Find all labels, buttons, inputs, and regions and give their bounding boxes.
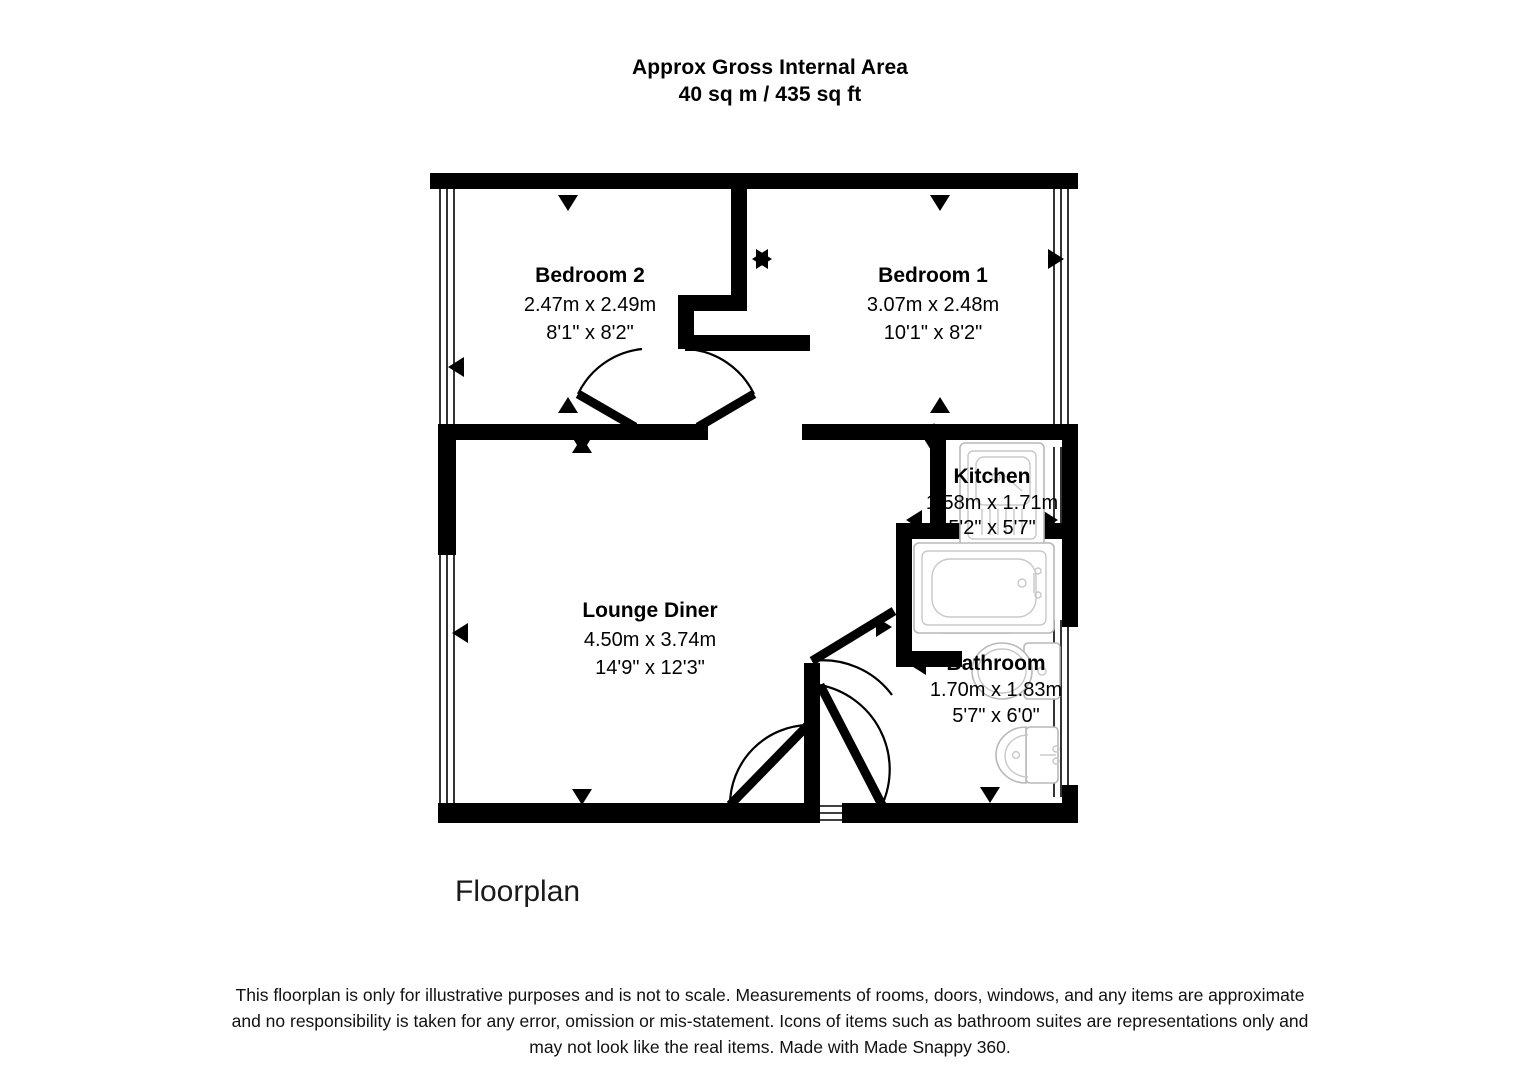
marker-left — [752, 249, 768, 269]
door-bedroom2 — [575, 347, 643, 431]
room-imperial: 5'7" x 6'0" — [952, 705, 1039, 727]
area-header: Approx Gross Internal Area 40 sq m / 435… — [0, 54, 1540, 108]
marker-down — [924, 439, 944, 455]
room-name: Bedroom 2 — [535, 264, 645, 287]
room-label-lounge: Lounge Diner 4.50m x 3.74m 14'9" x 12'3" — [582, 599, 717, 679]
disclaimer-line-3: may not look like the real items. Made w… — [529, 1037, 1011, 1057]
marker-left — [452, 623, 468, 643]
room-name: Bedroom 1 — [878, 264, 988, 287]
floorplan-drawing: Bedroom 2 2.47m x 2.49m 8'1" x 8'2" Bedr… — [430, 165, 1120, 845]
room-name: Kitchen — [953, 465, 1030, 488]
door-bedroom1 — [687, 347, 757, 431]
room-name: Bathroom — [946, 652, 1045, 675]
marker-left — [910, 655, 926, 675]
bathtub-icon — [913, 542, 1055, 634]
disclaimer-line-2: and no responsibility is taken for any e… — [231, 1011, 1309, 1031]
area-header-title: Approx Gross Internal Area — [631, 56, 909, 79]
disclaimer-line-1: This floorplan is only for illustrative … — [235, 985, 1305, 1005]
marker-up — [924, 423, 944, 439]
marker-left — [448, 357, 464, 377]
marker-right — [876, 617, 892, 637]
washbasin-icon — [995, 726, 1060, 784]
door-lounge — [816, 682, 891, 808]
room-label-bedroom1: Bedroom 1 3.07m x 2.48m 10'1" x 8'2" — [867, 264, 999, 344]
room-imperial: 8'1" x 8'2" — [546, 322, 633, 344]
room-metric: 2.47m x 2.49m — [524, 294, 656, 316]
room-metric: 4.50m x 3.74m — [584, 629, 716, 651]
marker-up — [558, 397, 578, 413]
area-header-value: 40 sq m / 435 sq ft — [678, 83, 862, 106]
door-entry — [726, 721, 812, 809]
marker-up — [930, 397, 950, 413]
room-label-bedroom2: Bedroom 2 2.47m x 2.49m 8'1" x 8'2" — [524, 264, 656, 344]
window-left-lounge — [439, 555, 455, 820]
marker-down — [572, 789, 592, 805]
room-imperial: 5'2" x 5'7" — [948, 517, 1035, 539]
marker-up — [572, 437, 592, 453]
marker-down — [980, 787, 1000, 803]
room-metric: 1.58m x 1.71m — [926, 492, 1058, 514]
plan-caption: Floorplan — [455, 875, 581, 908]
marker-down — [930, 195, 950, 211]
room-name: Lounge Diner — [582, 599, 717, 622]
door-bathroom — [809, 607, 897, 696]
disclaimer-text: This floorplan is only for illustrative … — [0, 982, 1540, 1060]
room-metric: 1.70m x 1.83m — [930, 679, 1062, 701]
marker-right — [1048, 249, 1064, 269]
marker-down — [558, 195, 578, 211]
room-imperial: 14'9" x 12'3" — [595, 657, 705, 679]
room-label-kitchen: Kitchen 1.58m x 1.71m 5'2" x 5'7" — [926, 465, 1058, 539]
marker-right — [1042, 510, 1058, 530]
view-direction-markers — [448, 195, 1064, 805]
room-label-bathroom: Bathroom 1.70m x 1.83m 5'7" x 6'0" — [930, 652, 1062, 727]
window-right-bedroom1 — [1053, 183, 1069, 437]
marker-left — [906, 510, 922, 530]
room-imperial: 10'1" x 8'2" — [884, 322, 983, 344]
room-metric: 3.07m x 2.48m — [867, 294, 999, 316]
window-left-bedroom2 — [439, 183, 455, 440]
kitchen-sink-icon — [959, 442, 1045, 548]
toilet-icon — [971, 642, 1061, 700]
